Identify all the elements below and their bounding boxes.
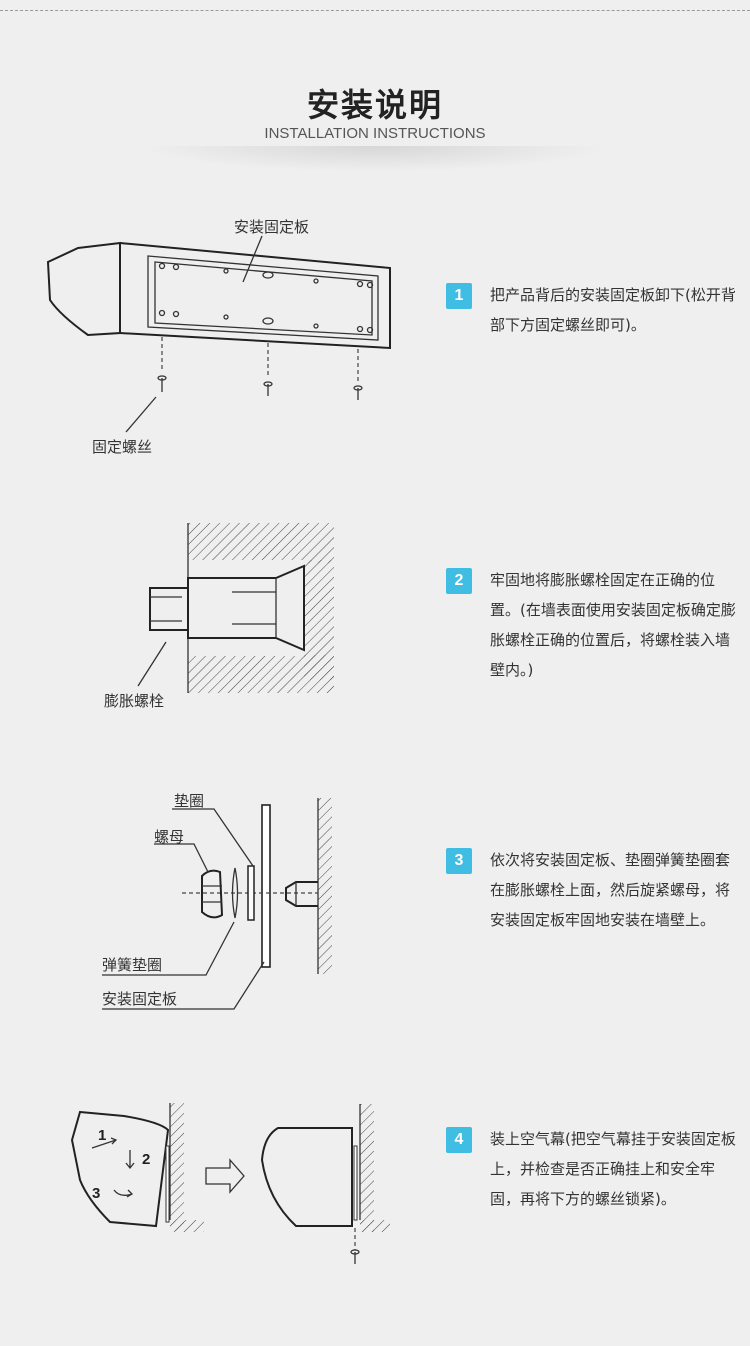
step-badge: 1 [446, 283, 472, 309]
expansion-bolt-label: 膨胀螺栓 [104, 692, 165, 710]
spring-washer-label: 弹簧垫圈 [102, 956, 163, 974]
diagram-3 [102, 798, 332, 1010]
step-text: 把产品背后的安装固定板卸下(松开背部下方固定螺丝即可)。 [490, 286, 736, 334]
diagram-2 [137, 523, 334, 693]
step-badge: 4 [446, 1127, 472, 1153]
step-badge: 2 [446, 568, 472, 594]
diagram-1 [46, 235, 391, 433]
arrow-3-label: 3 [92, 1185, 100, 1202]
arrow-right-icon [205, 1158, 245, 1194]
plate-label-3: 安装固定板 [102, 990, 178, 1008]
arrow-1-label: 1 [98, 1127, 106, 1144]
step-text: 依次将安装固定板、垫圈弹簧垫圈套在膨胀螺栓上面，然后旋紧螺母，将安装固定板牢固地… [490, 851, 731, 929]
mounting-plate-label: 安装固定板 [234, 218, 310, 236]
fixing-screw-label: 固定螺丝 [92, 438, 153, 456]
top-dotted-divider [0, 10, 750, 11]
diagram-4: 1 2 3 [70, 1103, 390, 1264]
title-shadow [140, 146, 610, 172]
page-subtitle: INSTALLATION INSTRUCTIONS [264, 125, 486, 142]
step-text: 装上空气幕(把空气幕挂于安装固定板上，并检查是否正确挂上和安全牢固，再将下方的螺… [490, 1130, 736, 1208]
step-badge: 3 [446, 848, 472, 874]
screw-icon [157, 375, 363, 400]
washer-label: 垫圈 [174, 792, 205, 810]
arrow-2-label: 2 [142, 1151, 150, 1168]
page-title: 安装说明 [306, 86, 443, 124]
nut-label: 螺母 [154, 828, 185, 846]
step-text: 牢固地将膨胀螺栓固定在正确的位置。(在墙表面使用安装固定板确定膨胀螺栓正确的位置… [490, 571, 736, 679]
